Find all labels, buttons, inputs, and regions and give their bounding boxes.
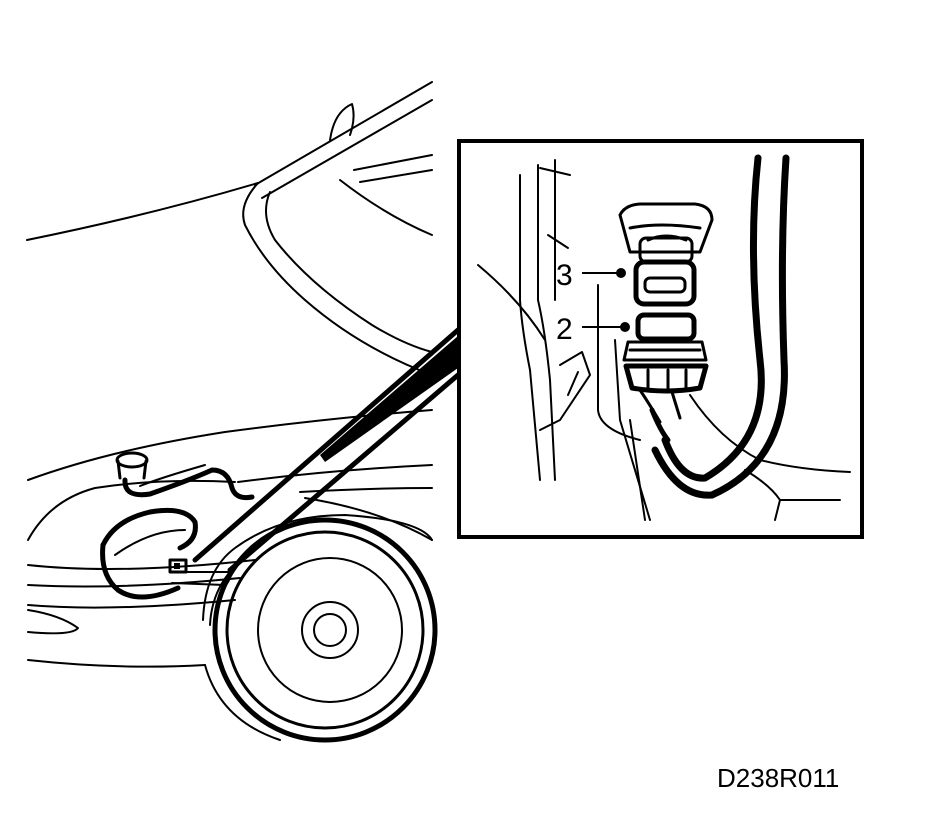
callout-3: 3: [556, 259, 626, 292]
headlamp-recess: [100, 507, 198, 600]
windshield-pillar: [254, 81, 433, 199]
open-hood: [26, 179, 433, 376]
inset-body-panel: [477, 159, 651, 521]
callout-3-number: 3: [556, 259, 573, 292]
washer-reservoir: [115, 451, 255, 501]
zoom-leader: [192, 327, 461, 573]
front-wheel: [202, 514, 438, 743]
connector-2-lower-socket: [622, 312, 709, 443]
callout-2-number: 2: [556, 313, 573, 346]
callout-2: 2: [556, 313, 630, 346]
connector-3-upper-plug: [618, 202, 714, 307]
figure-code: D238R011: [717, 763, 839, 793]
front-body: [27, 409, 433, 541]
front-bumper: [27, 559, 256, 668]
wiring-harness: [651, 154, 851, 521]
detail-inset: 3 2: [457, 139, 864, 539]
connector-location-marker: [168, 558, 188, 574]
